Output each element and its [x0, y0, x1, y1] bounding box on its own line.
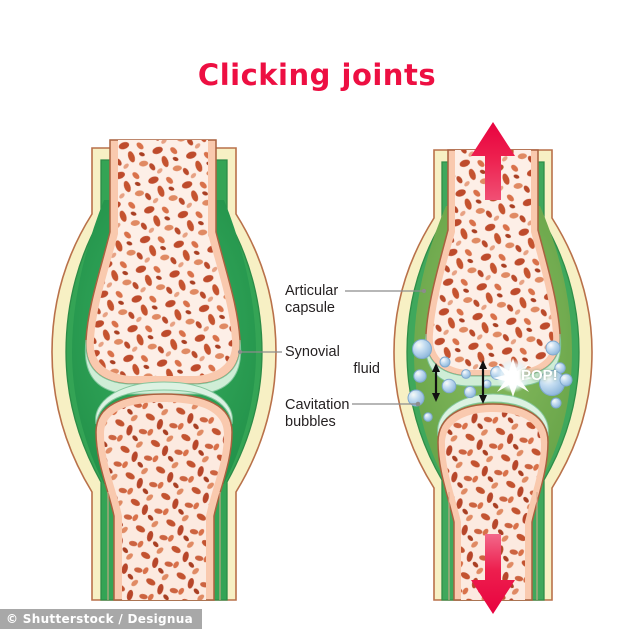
right-lower-bone-trabeculae — [445, 412, 541, 600]
label-synovial-fluid-line2: fluid — [353, 361, 380, 378]
left-joint-panel — [51, 139, 277, 601]
label-articular-capsule-line2: capsule — [285, 300, 335, 317]
right-upper-bone-trabeculae — [432, 150, 554, 370]
bubble — [559, 373, 573, 387]
bubble — [412, 339, 432, 359]
label-leader-lines — [237, 288, 427, 407]
left-upper-bone-trabeculae — [93, 140, 233, 376]
bubble — [407, 389, 425, 407]
left-lower-bone-trabeculae — [104, 402, 224, 600]
label-articular-capsule: Articular capsule — [285, 283, 380, 317]
label-cavitation-bubbles-line2: bubbles — [285, 414, 336, 431]
label-articular-capsule-line1: Articular — [285, 283, 339, 299]
watermark-shutterstock: © Shutterstock / Designua — [0, 609, 203, 629]
bubble — [482, 379, 492, 389]
bubble — [545, 340, 561, 356]
right-joint-panel — [393, 122, 593, 614]
left-upper-cartilage — [84, 339, 242, 395]
right-upper-cartilage — [424, 333, 562, 387]
traction-arrow-down — [471, 534, 515, 614]
left-upper-bone — [85, 139, 241, 385]
joint-gap-arrows — [432, 360, 487, 404]
bubble — [439, 356, 451, 368]
right-lower-bone — [437, 403, 549, 601]
cavitation-bubbles — [407, 339, 573, 422]
pop-label: POP! — [521, 367, 558, 384]
label-cavitation-bubbles-line1: Cavitation — [285, 397, 350, 413]
label-cavitation-bubbles: Cavitation bubbles — [285, 397, 380, 431]
bubble — [550, 397, 562, 409]
label-synovial-fluid: Synovial fluid — [285, 344, 380, 378]
traction-arrow-up — [471, 122, 515, 200]
bubble — [441, 378, 457, 394]
bubble — [423, 412, 433, 422]
bubble — [463, 385, 477, 399]
pop-burst — [493, 358, 533, 397]
label-synovial-fluid-line1: Synovial — [285, 344, 340, 360]
bubble — [413, 369, 427, 383]
right-upper-bone — [425, 149, 561, 377]
bubble — [461, 369, 471, 379]
page-title: Clicking joints — [197, 58, 437, 92]
left-lower-bone — [95, 393, 233, 601]
left-lower-cartilage — [95, 381, 233, 425]
